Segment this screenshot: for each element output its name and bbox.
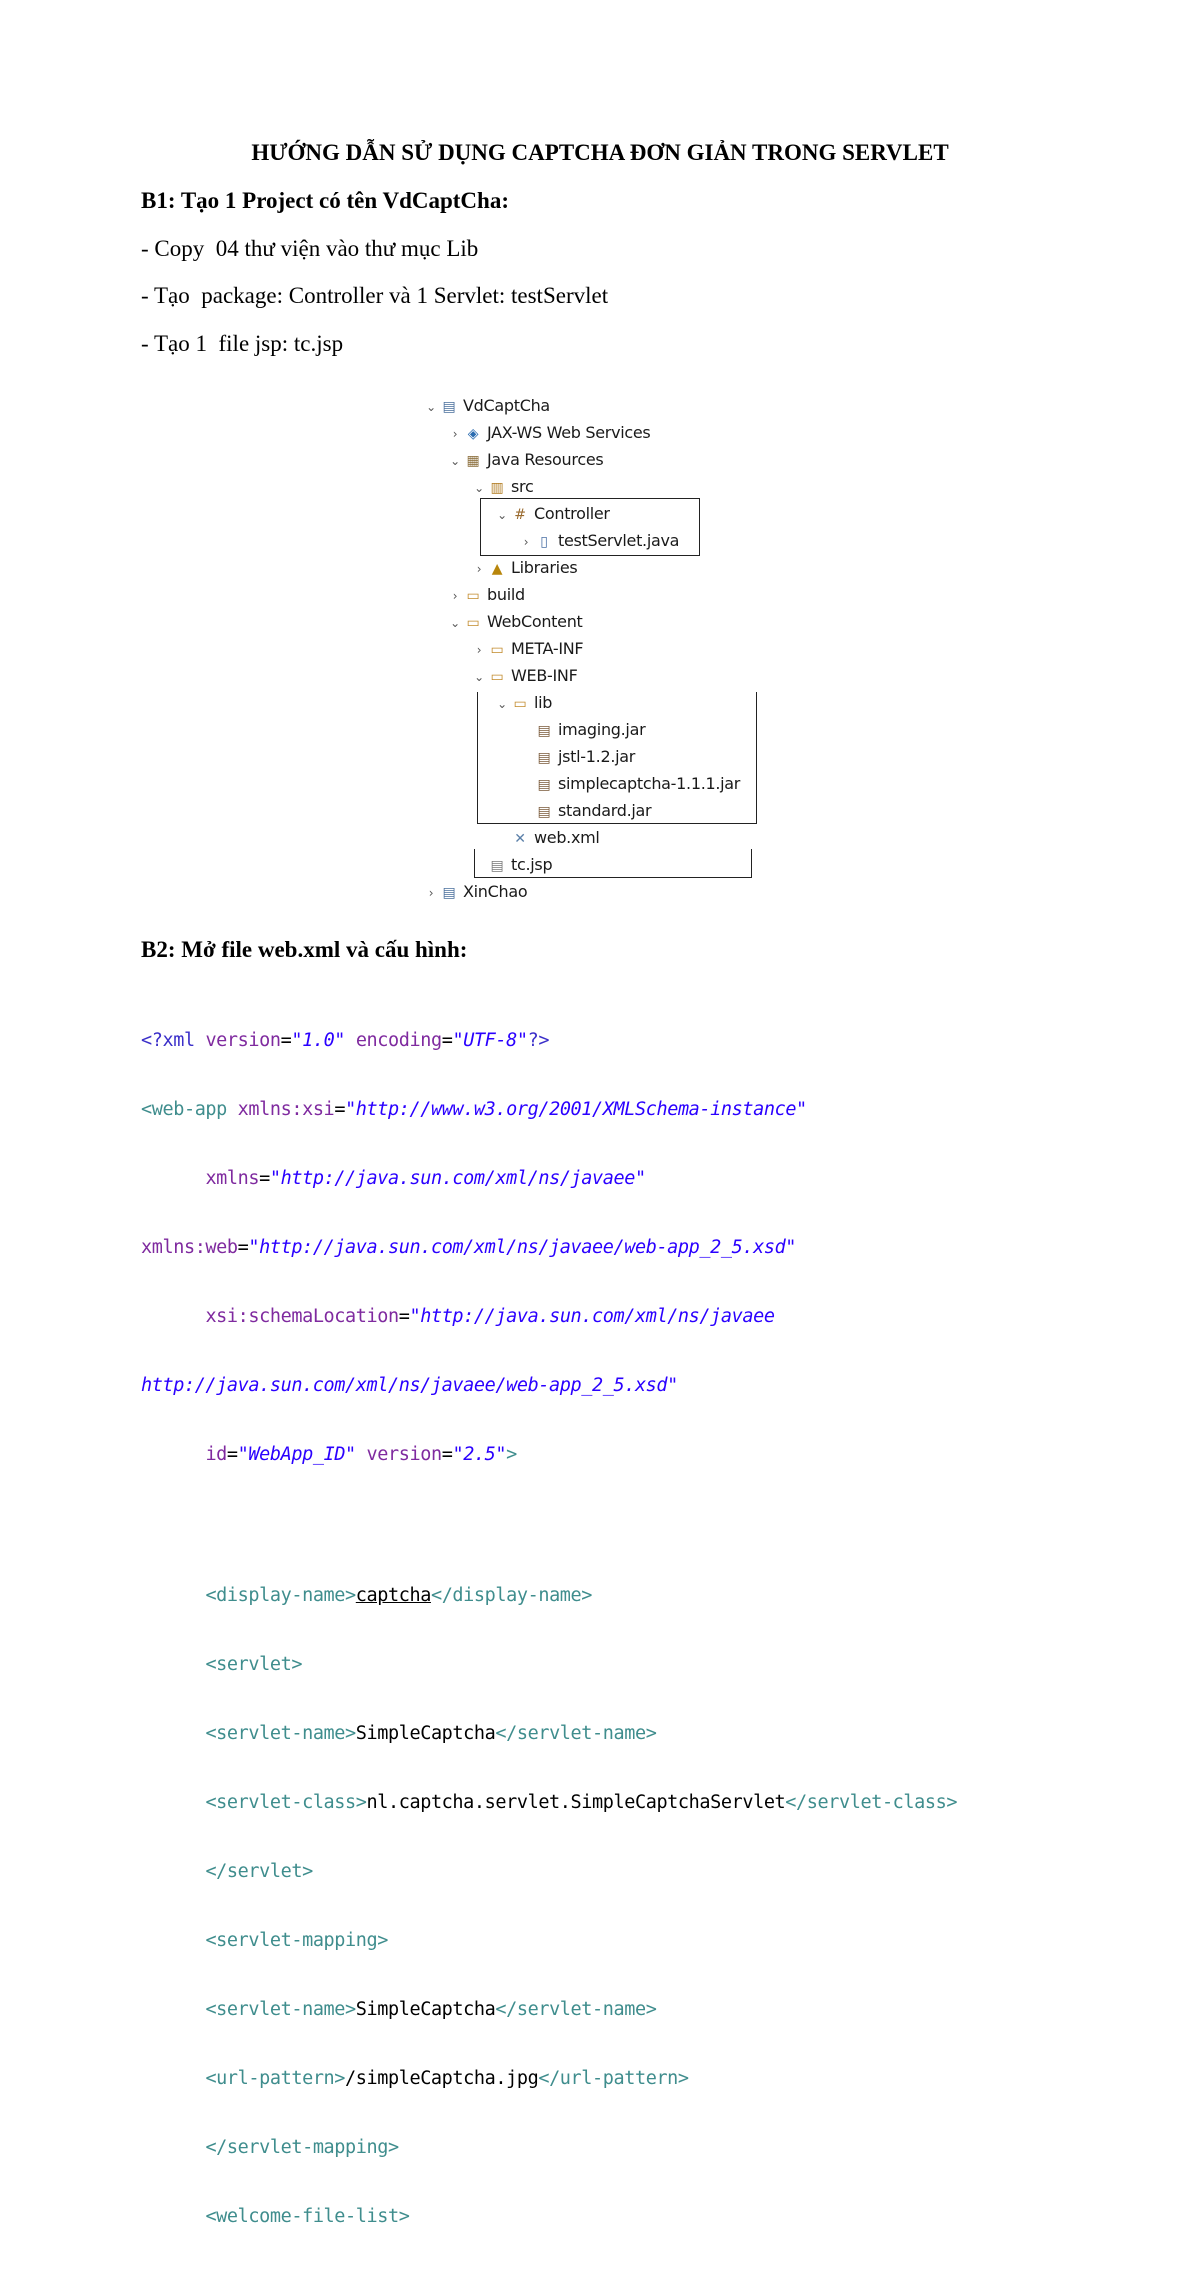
step2-heading: B2: Mở file web.xml và cấu hình:: [141, 937, 468, 962]
folder-open-icon: ▭: [466, 615, 480, 631]
libraries-icon: ▲: [491, 561, 503, 577]
chevron-down-icon: ⌄: [450, 616, 460, 630]
project-icon: ▤: [442, 885, 456, 901]
tree-item-controller-package[interactable]: ⌄#Controller: [494, 503, 610, 525]
document-page: HƯỚNG DẪN SỬ DỤNG CAPTCHA ĐƠN GIẢN TRONG…: [141, 140, 958, 2227]
folder-icon: ▭: [466, 588, 480, 604]
jar-file-icon: ▤: [537, 723, 551, 739]
chevron-down-icon: ⌄: [450, 454, 460, 468]
source-folder-icon: ▥: [490, 480, 504, 496]
tree-item-testservlet[interactable]: ›▯testServlet.java: [518, 530, 680, 552]
chevron-down-icon: ⌄: [426, 400, 436, 414]
jar-file-icon: ▤: [537, 750, 551, 766]
code-line: http://java.sun.com/xml/ns/javaee/web-ap…: [141, 1375, 678, 1396]
jar-file-icon: ▤: [537, 804, 551, 820]
chevron-right-icon: ›: [452, 589, 458, 603]
tree-item-lib[interactable]: ⌄▭lib: [494, 692, 552, 714]
code-line: xmlns="http://java.sun.com/xml/ns/javaee…: [205, 1168, 646, 1189]
project-icon: ▤: [442, 399, 456, 415]
chevron-right-icon: ›: [523, 535, 529, 549]
code-line: <web-app xmlns:xsi="http://www.w3.org/20…: [141, 1099, 807, 1120]
tree-item-xinchao[interactable]: ›▤XinChao: [423, 881, 528, 903]
tree-item-build[interactable]: ›▭build: [447, 584, 525, 606]
document-title: HƯỚNG DẪN SỬ DỤNG CAPTCHA ĐƠN GIẢN TRONG…: [251, 140, 949, 165]
chevron-right-icon: ›: [476, 562, 482, 576]
code-line: </servlet-mapping>: [205, 2137, 399, 2158]
code-line: <url-pattern>/simpleCaptcha.jpg</url-pat…: [205, 2068, 689, 2089]
code-line: <?xml version="1.0" encoding="UTF-8"?>: [141, 1030, 550, 1051]
chevron-right-icon: ›: [428, 886, 434, 900]
code-line: <welcome-file-list>: [205, 2206, 410, 2227]
java-resources-icon: ▦: [466, 453, 480, 469]
code-line: <servlet-class>nl.captcha.servlet.Simple…: [205, 1792, 958, 1813]
tree-item-project[interactable]: ⌄▤VdCaptCha: [423, 395, 550, 417]
tree-item-webinf[interactable]: ⌄▭WEB-INF: [471, 665, 578, 687]
highlight-box-lib: [477, 692, 757, 824]
chevron-right-icon: ›: [452, 427, 458, 441]
tree-item-metainf[interactable]: ›▭META-INF: [471, 638, 584, 660]
step1-heading: B1: Tạo 1 Project có tên VdCaptCha:: [141, 188, 509, 213]
tree-item-tcjsp[interactable]: ▤tc.jsp: [487, 854, 553, 876]
tree-item-jar[interactable]: ▤imaging.jar: [534, 719, 646, 741]
code-line: <servlet-name>SimpleCaptcha</servlet-nam…: [205, 1999, 657, 2020]
package-icon: #: [514, 507, 526, 523]
code-line: <display-name>captcha</display-name>: [205, 1585, 593, 1606]
tree-item-src[interactable]: ⌄▥src: [471, 476, 534, 498]
step1-bullet-1: - Copy 04 thư viện vào thư mục Lib: [141, 236, 479, 261]
code-blank-line: [141, 1512, 957, 1538]
jar-file-icon: ▤: [537, 777, 551, 793]
code-line: <servlet-name>SimpleCaptcha</servlet-nam…: [205, 1723, 657, 1744]
tree-item-jar[interactable]: ▤standard.jar: [534, 800, 652, 822]
chevron-down-icon: ⌄: [474, 670, 484, 684]
folder-icon: ▭: [490, 642, 504, 658]
jsp-file-icon: ▤: [490, 858, 504, 874]
code-line: xmlns:web="http://java.sun.com/xml/ns/ja…: [141, 1237, 797, 1258]
folder-open-icon: ▭: [490, 669, 504, 685]
tree-item-jaxws[interactable]: ›◈JAX-WS Web Services: [447, 422, 651, 444]
step1-bullet-3: - Tạo 1 file jsp: tc.jsp: [141, 331, 344, 356]
code-line: <servlet-mapping>: [205, 1930, 388, 1951]
tree-item-java-resources[interactable]: ⌄▦Java Resources: [447, 449, 604, 471]
tree-item-jar[interactable]: ▤simplecaptcha-1.1.1.jar: [534, 773, 741, 795]
highlight-box-controller: [480, 498, 700, 556]
tree-item-webxml[interactable]: ✕web.xml: [510, 827, 600, 849]
webxml-code-block: <?xml version="1.0" encoding="UTF-8"?> <…: [141, 983, 958, 2274]
tree-item-libraries[interactable]: ›▲Libraries: [471, 557, 578, 579]
step1-bullet-2: - Tạo package: Controller và 1 Servlet: …: [141, 283, 609, 308]
java-file-icon: ▯: [540, 534, 548, 550]
chevron-down-icon: ⌄: [497, 697, 507, 711]
code-line: </servlet>: [205, 1861, 313, 1882]
highlight-box-tcjsp: [474, 849, 752, 878]
web-services-icon: ◈: [467, 426, 479, 442]
tree-item-jar[interactable]: ▤jstl-1.2.jar: [534, 746, 636, 768]
code-line: id="WebApp_ID" version="2.5">: [205, 1444, 517, 1465]
tree-item-webcontent[interactable]: ⌄▭WebContent: [447, 611, 583, 633]
chevron-down-icon: ⌄: [474, 481, 484, 495]
code-line: <servlet>: [205, 1654, 303, 1675]
chevron-down-icon: ⌄: [497, 508, 507, 522]
chevron-right-icon: ›: [476, 643, 482, 657]
project-explorer-tree: ⌄▤VdCaptCha ›◈JAX-WS Web Services ⌄▦Java…: [415, 390, 775, 910]
code-line: xsi:schemaLocation="http://java.sun.com/…: [205, 1306, 775, 1327]
xml-file-icon: ✕: [514, 831, 526, 847]
folder-open-icon: ▭: [513, 696, 527, 712]
